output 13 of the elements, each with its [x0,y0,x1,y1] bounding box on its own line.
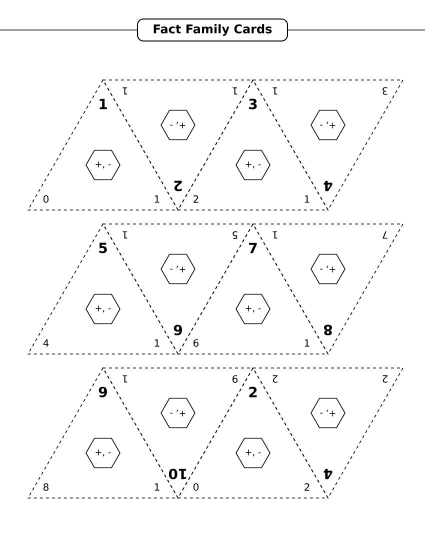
operation-hexagon: +, - [236,294,270,324]
operation-hexagon: +, - [236,438,270,468]
title-box: Fact Family Cards [137,18,288,42]
operation-hexagon: +, - [236,150,270,180]
operation-hexagon: +, - [310,254,346,284]
operation-hexagon: +, - [160,254,196,284]
operation-hexagon: +, - [160,398,196,428]
operation-hexagon: +, - [160,110,196,140]
operation-hexagon: +, - [310,110,346,140]
operation-hexagon: +, - [86,438,120,468]
operation-hexagon: +, - [310,398,346,428]
operation-hexagon: +, - [86,294,120,324]
operation-hexagon: +, - [86,150,120,180]
